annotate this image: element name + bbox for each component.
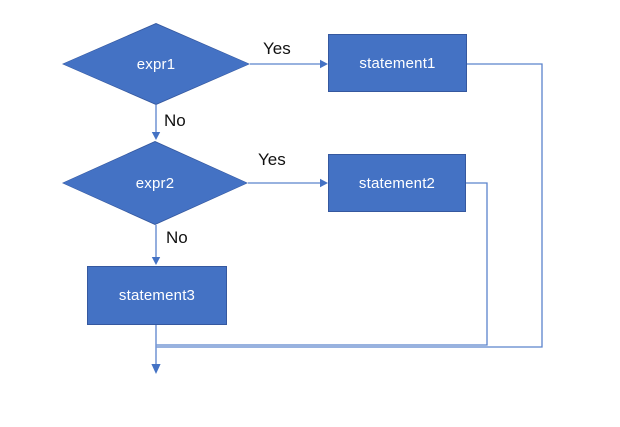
node-expr2-label: expr2 — [135, 174, 175, 192]
node-statement1[interactable]: statement1 — [328, 34, 467, 92]
edge-label-expr2-no: No — [166, 228, 188, 247]
node-statement2[interactable]: statement2 — [328, 154, 466, 212]
node-expr2[interactable]: expr2 — [62, 141, 248, 225]
edge-label-expr1-no: No — [164, 111, 186, 130]
node-statement3-label: statement3 — [118, 287, 196, 304]
edge-label-expr2-yes: Yes — [258, 150, 286, 169]
node-statement1-label: statement1 — [359, 54, 436, 72]
node-statement2-label: statement2 — [358, 174, 436, 192]
node-expr1-label: expr1 — [136, 55, 176, 73]
edge-exit-arrowhead-icon — [151, 364, 161, 374]
node-statement3[interactable]: statement3 — [87, 266, 227, 325]
edge-expr2-yes-arrowhead-icon — [320, 178, 328, 188]
edge-expr1-yes-arrowhead-icon — [320, 59, 328, 69]
edge-label-expr1-yes: Yes — [263, 39, 291, 58]
edge-expr2-no-arrowhead-icon — [151, 257, 161, 265]
node-expr1[interactable]: expr1 — [62, 23, 250, 105]
edge-expr1-no-arrowhead-icon — [151, 132, 161, 140]
